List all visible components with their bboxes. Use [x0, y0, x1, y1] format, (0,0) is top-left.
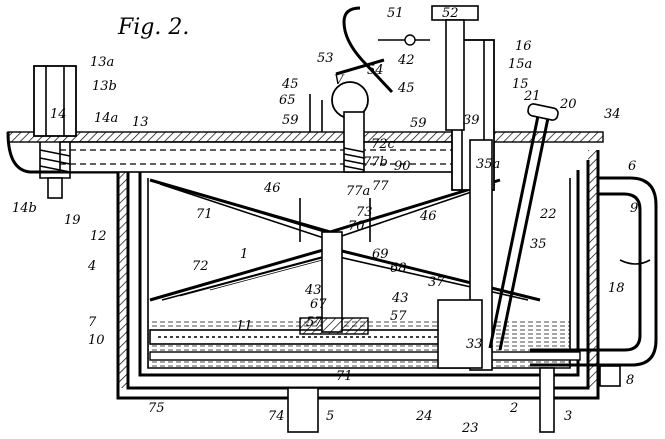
label-57-right: 57 — [390, 309, 407, 324]
label-12: 12 — [90, 229, 107, 244]
label-21: 21 — [523, 89, 541, 104]
label-46-upper: 46 — [263, 181, 281, 196]
label-72c: 72c — [371, 137, 396, 152]
label-90: 90 — [394, 159, 411, 174]
reference-labels: 51 52 16 15a 15 42 53 54 45 45 65 59 59 … — [12, 6, 638, 436]
label-51: 51 — [387, 6, 404, 21]
top-pipe — [431, 5, 479, 131]
label-65: 65 — [279, 93, 296, 108]
label-20: 20 — [559, 97, 577, 112]
label-35a: 35a — [476, 157, 500, 172]
valve-assembly — [309, 6, 430, 173]
label-13: 13 — [132, 115, 149, 130]
label-V: V — [334, 73, 345, 88]
label-18: 18 — [608, 281, 625, 296]
label-59-right: 59 — [410, 116, 427, 131]
label-16: 16 — [515, 39, 532, 54]
label-14b: 14b — [12, 201, 37, 216]
label-69: 69 — [372, 247, 389, 262]
label-9: 9 — [630, 201, 638, 216]
horizontal-duct — [59, 141, 471, 173]
label-15: 15 — [512, 77, 529, 92]
label-14a: 14a — [94, 111, 118, 126]
label-71-lower: 71 — [336, 369, 353, 384]
label-67: 67 — [310, 297, 327, 312]
label-73: 73 — [356, 205, 373, 220]
figure-title: Fig. 2. — [117, 15, 189, 40]
label-19: 19 — [64, 213, 81, 228]
right-pipe — [530, 176, 658, 367]
label-59-left: 59 — [282, 113, 299, 128]
label-8: 8 — [626, 373, 634, 388]
label-33: 33 — [466, 337, 483, 352]
label-24: 24 — [415, 409, 433, 424]
center-column — [299, 198, 371, 335]
label-43-right: 43 — [391, 291, 409, 306]
label-2: 2 — [509, 401, 518, 416]
label-14: 14 — [50, 107, 67, 122]
label-75: 75 — [148, 401, 165, 416]
label-34: 34 — [604, 107, 621, 122]
label-6: 6 — [628, 159, 636, 174]
label-77b: 77b — [363, 155, 388, 170]
label-13a: 13a — [90, 55, 114, 70]
label-3: 3 — [564, 409, 572, 424]
label-13b: 13b — [92, 79, 117, 94]
label-5: 5 — [326, 409, 334, 424]
label-42: 42 — [397, 53, 415, 68]
outer-casing — [116, 150, 600, 400]
label-52: 52 — [442, 6, 459, 21]
left-fitting — [33, 65, 77, 199]
label-22: 22 — [539, 207, 557, 222]
label-57-left: 57 — [306, 315, 323, 330]
label-68: 68 — [390, 261, 407, 276]
label-46-lower: 46 — [419, 209, 437, 224]
label-1: 1 — [240, 247, 248, 262]
bottom-outlets — [287, 365, 621, 433]
label-70: 70 — [348, 219, 365, 234]
label-45-right: 45 — [397, 81, 415, 96]
vertical-tube — [437, 39, 495, 371]
label-39: 39 — [463, 113, 480, 128]
label-77a: 77a — [346, 184, 370, 199]
label-4: 4 — [87, 259, 96, 274]
label-35: 35 — [530, 237, 547, 252]
label-23: 23 — [461, 421, 479, 436]
label-43-left: 43 — [304, 283, 322, 298]
label-53: 53 — [317, 51, 334, 66]
label-11: 11 — [236, 319, 253, 334]
label-7: 7 — [88, 315, 97, 330]
label-77: 77 — [372, 179, 389, 194]
label-74: 74 — [268, 409, 285, 424]
label-10: 10 — [88, 333, 105, 348]
inclined-rod — [488, 103, 559, 351]
label-71-upper: 71 — [196, 207, 213, 222]
label-15a: 15a — [508, 57, 532, 72]
label-54: 54 — [367, 63, 384, 78]
label-37: 37 — [428, 275, 445, 290]
label-45-left: 45 — [281, 77, 299, 92]
label-72: 72 — [192, 259, 209, 274]
